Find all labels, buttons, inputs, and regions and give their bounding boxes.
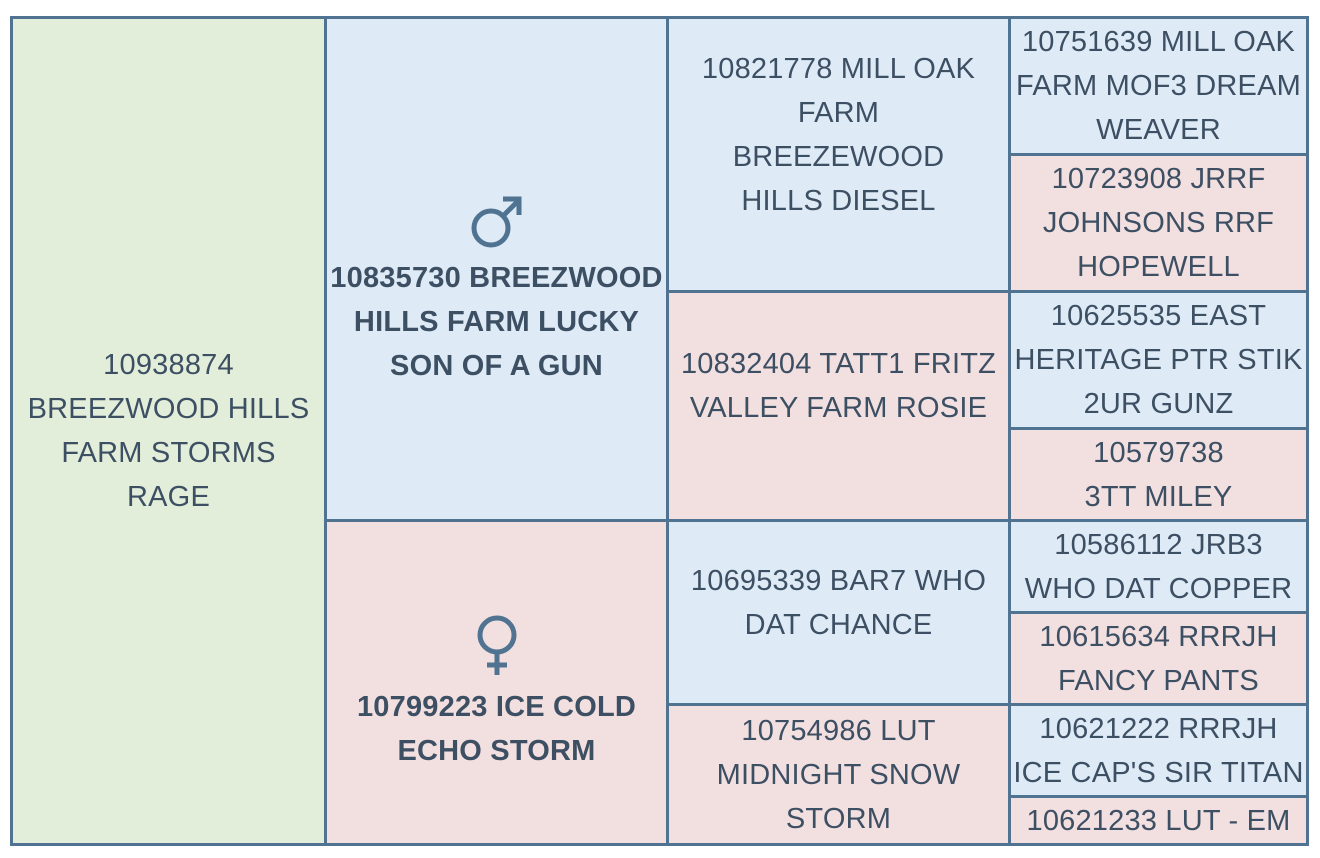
- great-grandparent-name: 10621233 LUT - EM: [1026, 804, 1291, 837]
- grandparent-name: 10832404 TATT1 FRITZ VALLEY FARM ROSIE: [680, 348, 997, 424]
- great-grandparent-cell[interactable]: 10621233 LUT - EM: [1011, 798, 1306, 843]
- great-grandparent-name: 10586112 JRB3 WHO DAT COPPER: [1024, 528, 1293, 605]
- great-grandparent-cell[interactable]: 10579738 3TT MILEY: [1011, 430, 1306, 522]
- pedigree-chart: 10938874 BREEZWOOD HILLS FARM STORMS RAG…: [10, 16, 1309, 846]
- great-grandparent-cell[interactable]: 10625535 EAST HERITAGE PTR STIK 2UR GUNZ: [1011, 293, 1306, 430]
- great-grandparent-cell[interactable]: 10621222 RRRJH ICE CAP'S SIR TITAN: [1011, 706, 1306, 798]
- female-symbol-icon: [477, 615, 516, 675]
- sire-cell[interactable]: 10835730 BREEZWOOD HILLS FARM LUCKY SON …: [327, 19, 669, 522]
- grandparent-name: 10754986 LUT MIDNIGHT SNOW STORM: [716, 714, 961, 835]
- great-grandparent-name: 10723908 JRRF JOHNSONS RRF HOPEWELL: [1042, 163, 1275, 283]
- great-grandparent-cell[interactable]: 10751639 MILL OAK FARM MOF3 DREAM WEAVER: [1011, 19, 1306, 156]
- great-grandparent-name: 10621222 RRRJH ICE CAP'S SIR TITAN: [1013, 712, 1304, 789]
- great-grandparent-cell[interactable]: 10586112 JRB3 WHO DAT COPPER: [1011, 522, 1306, 614]
- grandparent-name: 10821778 MILL OAK FARM BREEZEWOOD HILLS …: [701, 52, 976, 217]
- grandparent-cell[interactable]: 10754986 LUT MIDNIGHT SNOW STORM: [669, 706, 1011, 843]
- subject-cell[interactable]: 10938874 BREEZWOOD HILLS FARM STORMS RAG…: [13, 19, 327, 843]
- grandparent-cell[interactable]: 10832404 TATT1 FRITZ VALLEY FARM ROSIE: [669, 293, 1011, 522]
- subject-name: 10938874 BREEZWOOD HILLS FARM STORMS RAG…: [27, 349, 310, 513]
- great-grandparent-cell[interactable]: 10723908 JRRF JOHNSONS RRF HOPEWELL: [1011, 156, 1306, 293]
- great-grandparent-cell[interactable]: 10615634 RRRJH FANCY PANTS: [1011, 614, 1306, 706]
- grandparent-cell[interactable]: 10821778 MILL OAK FARM BREEZEWOOD HILLS …: [669, 19, 1011, 293]
- grandparent-cell[interactable]: 10695339 BAR7 WHO DAT CHANCE: [669, 522, 1011, 706]
- male-symbol-icon: [471, 196, 521, 248]
- great-grandparent-name: 10615634 RRRJH FANCY PANTS: [1039, 620, 1278, 697]
- great-grandparent-name: 10579738 3TT MILEY: [1084, 436, 1233, 513]
- grandparent-name: 10695339 BAR7 WHO DAT CHANCE: [690, 564, 987, 641]
- great-grandparent-name: 10751639 MILL OAK FARM MOF3 DREAM WEAVER: [1016, 26, 1301, 146]
- dam-name: 10799223 ICE COLD ECHO STORM: [356, 690, 637, 767]
- dam-cell[interactable]: 10799223 ICE COLD ECHO STORM: [327, 522, 669, 843]
- great-grandparent-name: 10625535 EAST HERITAGE PTR STIK 2UR GUNZ: [1014, 300, 1303, 420]
- sire-name: 10835730 BREEZWOOD HILLS FARM LUCKY SON …: [330, 262, 663, 382]
